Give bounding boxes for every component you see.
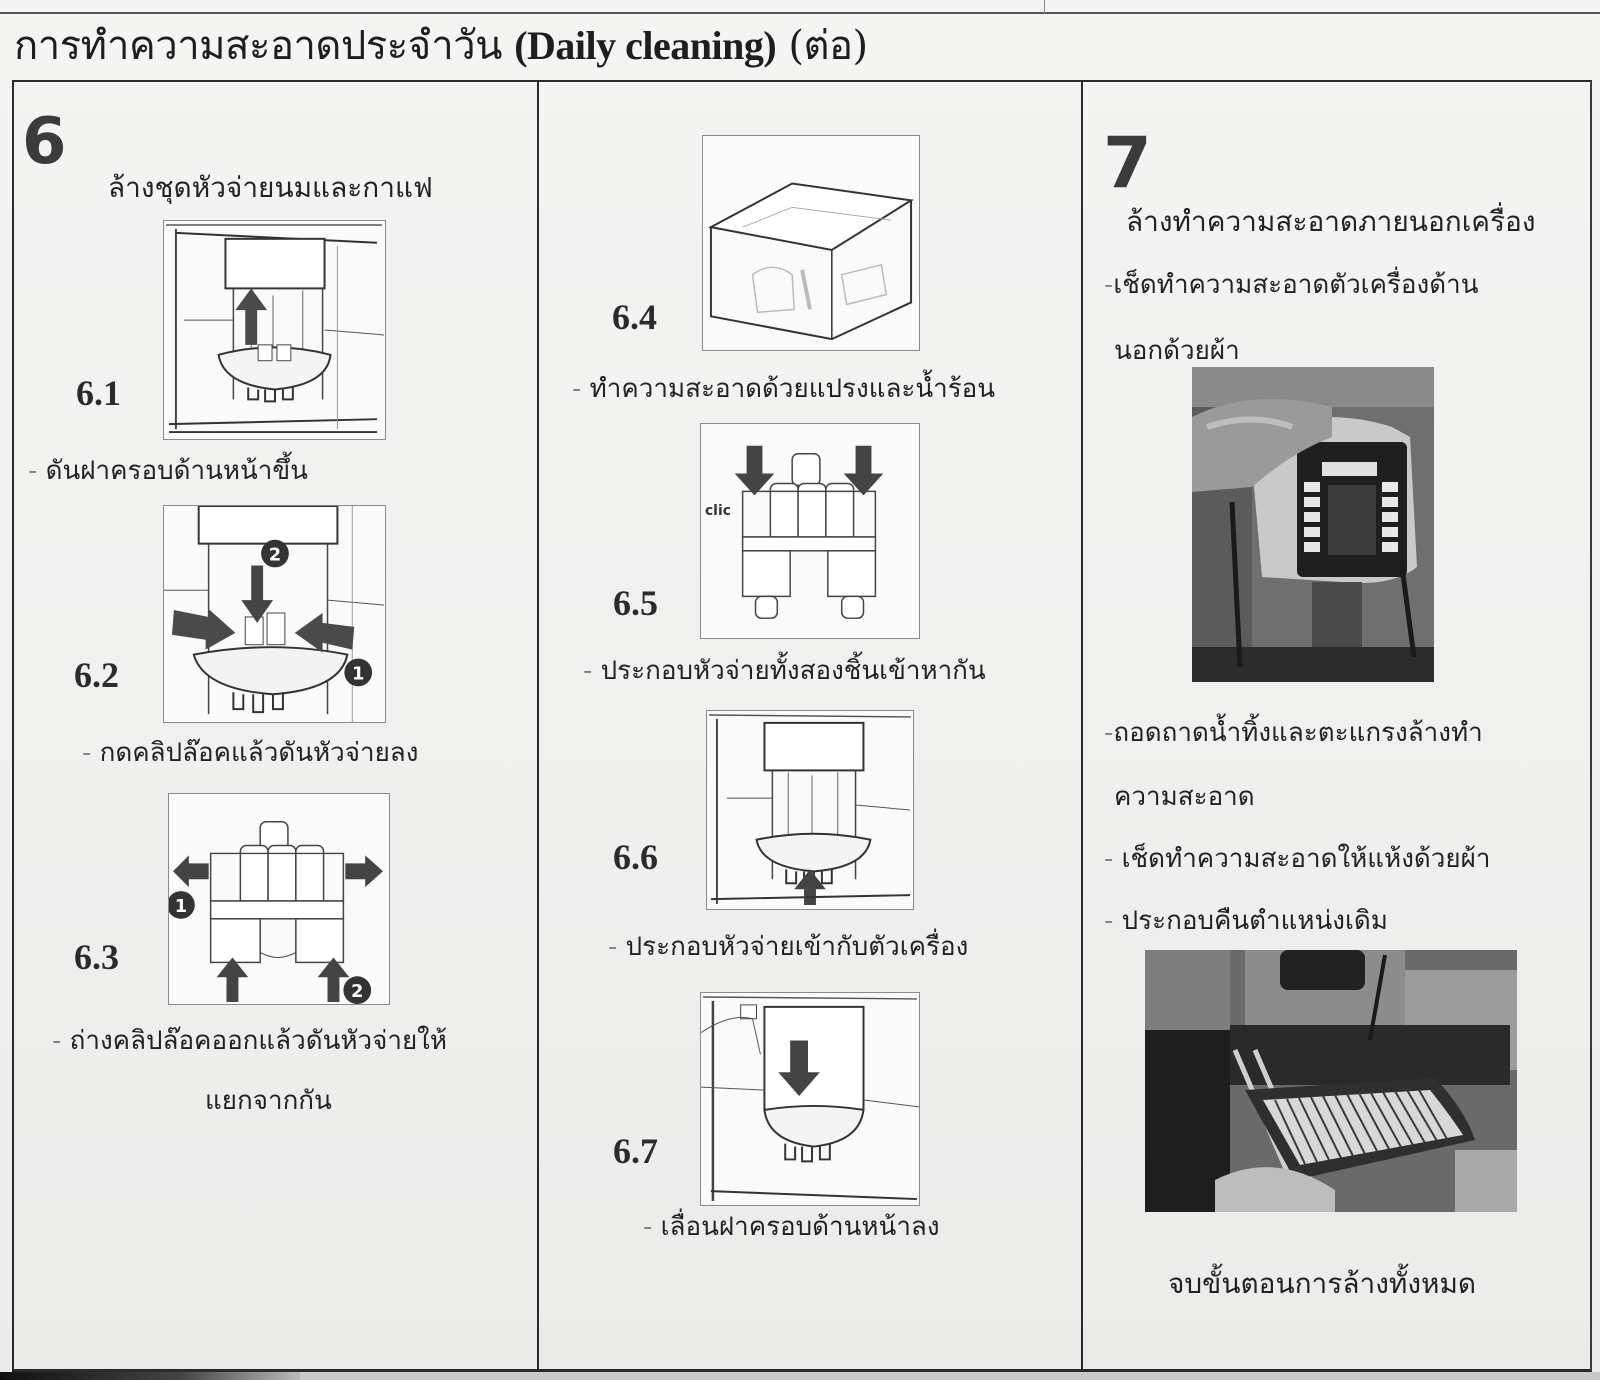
- instruction-table: [12, 80, 1592, 1372]
- photo-drip-tray: [1145, 950, 1517, 1212]
- page-bottom-shadow: [0, 1372, 300, 1380]
- figure-6-7: [700, 992, 920, 1206]
- column-divider-2: [1081, 80, 1083, 1372]
- top-rule: [0, 12, 1600, 14]
- step-6-3-caption-line1: - ถ่างคลิปล๊อคออกแล้วดันหัวจ่ายให้: [52, 1026, 448, 1056]
- section-7-text3: - เช็ดทำความสะอาดให้แห้งด้วยผ้า: [1104, 844, 1491, 874]
- wiping-machine-exterior-photo: [1192, 367, 1434, 682]
- reassemble-dispenser-illustration: clic: [705, 445, 884, 619]
- figure-6-1: [163, 220, 386, 440]
- figure-6-3: 1 2: [168, 793, 390, 1005]
- section-7-text4: - ประกอบคืนตำแหน่งเดิม: [1104, 906, 1388, 936]
- spread-clips-illustration: 1 2: [169, 820, 384, 1004]
- step-6-7-label: 6.7: [613, 1131, 658, 1171]
- step-6-1-caption: - ดันฝาครอบด้านหน้าขึ้น: [28, 456, 308, 486]
- clic-label: clic: [705, 503, 731, 519]
- page-bottom-edge: [0, 1372, 1600, 1380]
- drip-tray-grid-photo: [1145, 950, 1517, 1212]
- figure-6-2: 2 1: [163, 505, 386, 723]
- step-6-5-label: 6.5: [613, 583, 658, 623]
- title-suffix: (ต่อ): [776, 23, 868, 69]
- badge-2: 2: [269, 544, 281, 565]
- badge-1: 1: [352, 663, 364, 684]
- photo-wiping-machine: [1192, 367, 1434, 682]
- insert-dispenser-illustration: [709, 714, 911, 906]
- section-6-heading: ล้างชุดหัวจ่ายนมและกาแฟ: [108, 171, 433, 204]
- figure-6-6: [706, 710, 914, 910]
- press-clip-illustration: 2 1: [164, 506, 385, 722]
- section-7-text1-line1: -เช็ดทำความสะอาดตัวเครื่องด้าน: [1104, 270, 1479, 300]
- step-6-7-caption: - เลื่อนฝาครอบด้านหน้าลง: [643, 1212, 940, 1242]
- column-divider-1: [537, 80, 539, 1372]
- step-6-1-label: 6.1: [76, 373, 121, 413]
- step-6-3-caption-line2: แยกจากกัน: [205, 1086, 332, 1116]
- badge-1: 1: [175, 896, 187, 917]
- section-6-number: 6: [22, 105, 67, 179]
- wash-basin-illustration: [707, 182, 914, 341]
- step-6-6-caption: - ประกอบหัวจ่ายเข้ากับตัวเครื่อง: [608, 932, 969, 962]
- slide-cover-down-illustration: [701, 996, 919, 1202]
- step-6-4-label: 6.4: [612, 297, 657, 337]
- section-7-number: 7: [1103, 122, 1152, 204]
- section-7-text2-line2: ความสะอาด: [1114, 782, 1255, 812]
- figure-6-5: clic: [700, 423, 920, 639]
- step-6-2-label: 6.2: [74, 655, 119, 695]
- step-6-2-caption: - กดคลิปล๊อคแล้วดันหัวจ่ายลง: [82, 738, 419, 768]
- figure-6-4: [702, 135, 920, 351]
- section-7-text1-line2: นอกด้วยผ้า: [1114, 336, 1240, 366]
- dispenser-cover-up-illustration: [165, 224, 385, 434]
- title-thai: การทำความสะอาดประจำวัน: [14, 23, 515, 69]
- page-edge-mark: [1044, 0, 1045, 14]
- section-7-ending: จบขั้นตอนการล้างทั้งหมด: [1168, 1267, 1477, 1300]
- step-6-5-caption: - ประกอบหัวจ่ายทั้งสองชิ้นเข้าหากัน: [583, 656, 986, 686]
- page-title: การทำความสะอาดประจำวัน (Daily cleaning) …: [14, 14, 868, 78]
- step-6-3-label: 6.3: [74, 937, 119, 977]
- section-7-heading: ล้างทำความสะอาดภายนอกเครื่อง: [1126, 205, 1536, 238]
- step-6-6-label: 6.6: [613, 837, 658, 877]
- title-english: (Daily cleaning): [514, 23, 777, 68]
- badge-2: 2: [351, 981, 363, 1002]
- section-7-text2-line1: -ถอดถาดน้ำทิ้งและตะแกรงล้างทำ: [1104, 718, 1483, 748]
- step-6-4-caption: - ทำความสะอาดด้วยแปรงและน้ำร้อน: [572, 374, 996, 404]
